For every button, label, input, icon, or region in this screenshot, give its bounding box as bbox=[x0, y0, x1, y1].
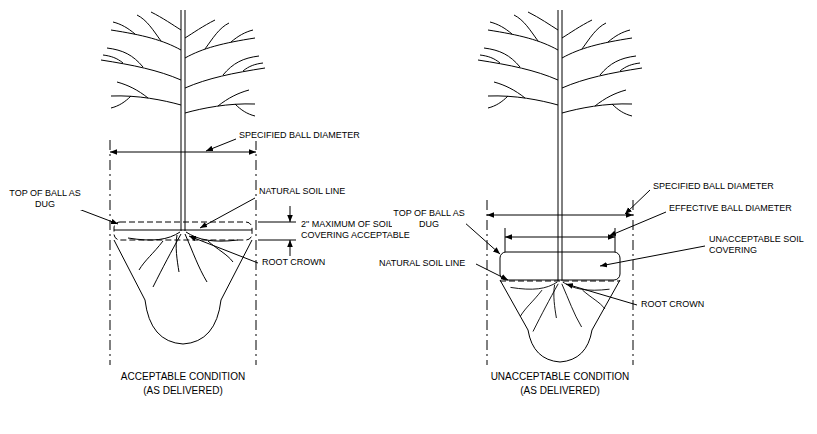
condition-caption: UNACCEPTABLE CONDITION bbox=[490, 371, 631, 383]
callout-label: NATURAL SOIL LINE bbox=[378, 258, 466, 269]
condition-subcaption: (AS DELIVERED) bbox=[142, 385, 223, 397]
callout-label: ROOT CROWN bbox=[261, 257, 326, 268]
callout-label: TOP OF BALL AS DUG bbox=[392, 208, 466, 230]
callout-label: UNACCEPTABLE SOIL COVERING bbox=[708, 234, 810, 256]
condition-caption: ACCEPTABLE CONDITION bbox=[120, 371, 246, 383]
dimension-label: EFFECTIVE BALL DIAMETER bbox=[668, 203, 793, 214]
dimension-label: SPECIFIED BALL DIAMETER bbox=[652, 181, 775, 192]
callout-label: ROOT CROWN bbox=[640, 299, 705, 310]
dimension-label: SPECIFIED BALL DIAMETER bbox=[238, 130, 361, 141]
condition-subcaption: (AS DELIVERED) bbox=[519, 385, 600, 397]
callout-label: TOP OF BALL AS DUG bbox=[8, 188, 82, 210]
callout-label: NATURAL SOIL LINE bbox=[258, 186, 346, 197]
